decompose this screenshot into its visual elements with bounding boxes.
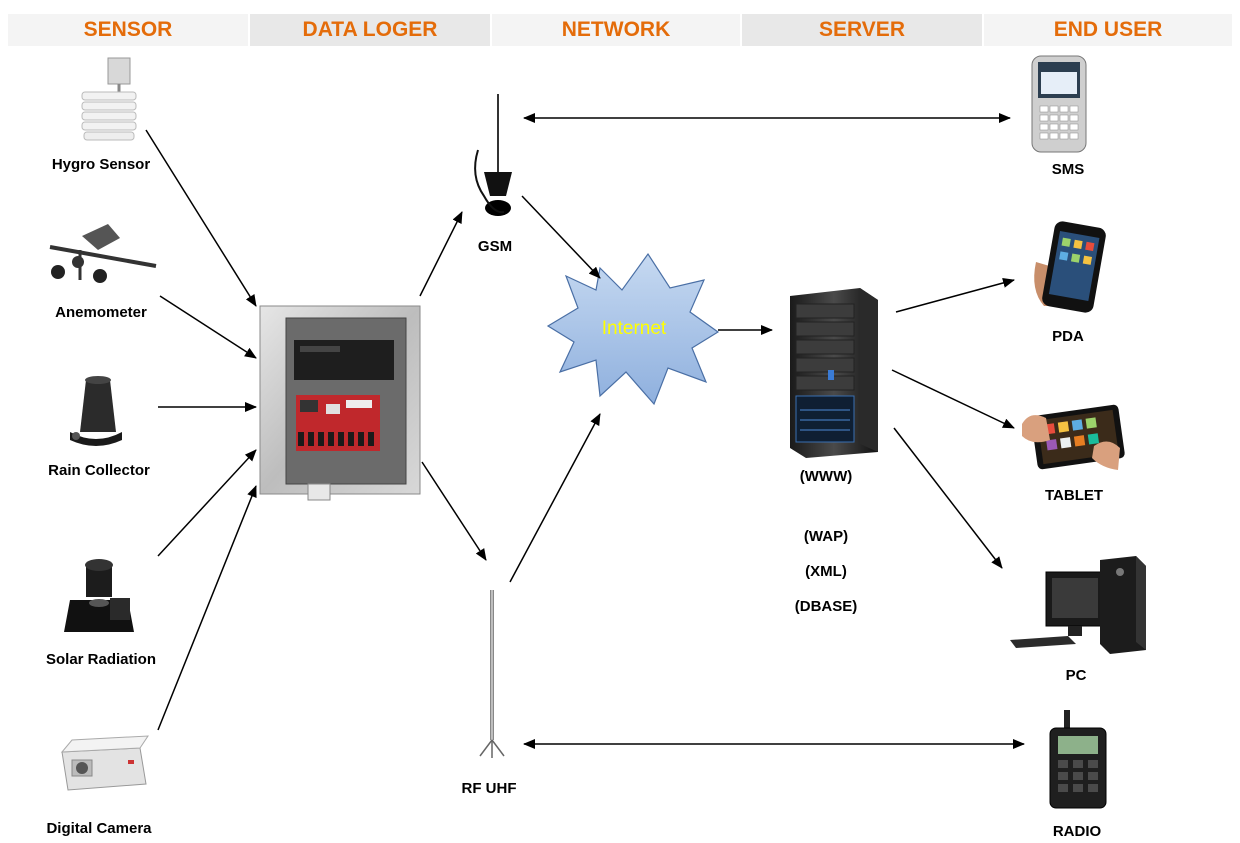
sms-phone-icon bbox=[1031, 55, 1087, 153]
radio-handheld-icon bbox=[1049, 710, 1107, 809]
internet-label: Internet bbox=[602, 318, 667, 339]
label-pda: PDA bbox=[1052, 328, 1084, 345]
arrow-anemometer-to-logger bbox=[159, 295, 257, 359]
arrow-server-to-tablet bbox=[891, 369, 1015, 429]
hygro-sensor-icon bbox=[81, 57, 137, 141]
label-gsm: GSM bbox=[477, 238, 513, 255]
label-dbase: (DBASE) bbox=[794, 598, 858, 615]
label-rain-collector: Rain Collector bbox=[48, 462, 150, 479]
label-solar-radiation: Solar Radiation bbox=[45, 651, 157, 668]
label-anemometer: Anemometer bbox=[55, 304, 147, 321]
solar-radiation-icon bbox=[64, 559, 134, 632]
header-data-logger: DATA LOGER bbox=[250, 14, 490, 46]
arrow-logger-to-rf bbox=[421, 461, 487, 561]
pda-iphone-icon bbox=[1034, 221, 1106, 313]
label-rf-uhf: RF UHF bbox=[461, 780, 517, 797]
anemometer-icon bbox=[49, 224, 157, 283]
tablet-ipad-icon bbox=[1022, 404, 1125, 470]
data-logger-icon bbox=[259, 305, 421, 501]
arrow-solar-to-logger bbox=[157, 449, 257, 557]
label-wap: (WAP) bbox=[803, 528, 849, 545]
arrow-hygro-to-logger bbox=[145, 129, 257, 307]
label-pc: PC bbox=[1065, 667, 1087, 684]
label-tablet: TABLET bbox=[1044, 487, 1104, 504]
pc-desktop-icon bbox=[1010, 556, 1146, 654]
header-end-user: END USER bbox=[984, 14, 1232, 46]
header-server: SERVER bbox=[742, 14, 982, 46]
gsm-antenna-icon bbox=[474, 94, 512, 216]
arrow-rf-to-internet bbox=[509, 413, 601, 583]
header-sensor: SENSOR bbox=[8, 14, 248, 46]
server-tower-icon bbox=[790, 288, 878, 458]
connection-arrows bbox=[145, 113, 1025, 749]
arrow-camera-to-logger bbox=[157, 485, 257, 731]
label-xml: (XML) bbox=[805, 563, 847, 580]
rf-uhf-antenna-icon bbox=[479, 590, 505, 758]
internet-cloud bbox=[546, 252, 720, 406]
arrow-logger-to-gsm bbox=[419, 211, 463, 297]
arrow-server-to-pda bbox=[895, 278, 1015, 313]
digital-camera-icon bbox=[60, 735, 149, 791]
label-www: (WWW) bbox=[799, 468, 853, 485]
label-sms: SMS bbox=[1051, 161, 1085, 178]
label-digital-camera: Digital Camera bbox=[46, 820, 152, 837]
rain-collector-icon bbox=[70, 376, 122, 446]
arrow-gsm-to-internet bbox=[521, 195, 601, 279]
label-radio: RADIO bbox=[1052, 823, 1102, 840]
label-hygro-sensor: Hygro Sensor bbox=[51, 156, 151, 173]
header-network: NETWORK bbox=[492, 14, 740, 46]
arrow-server-to-pc bbox=[893, 427, 1003, 569]
